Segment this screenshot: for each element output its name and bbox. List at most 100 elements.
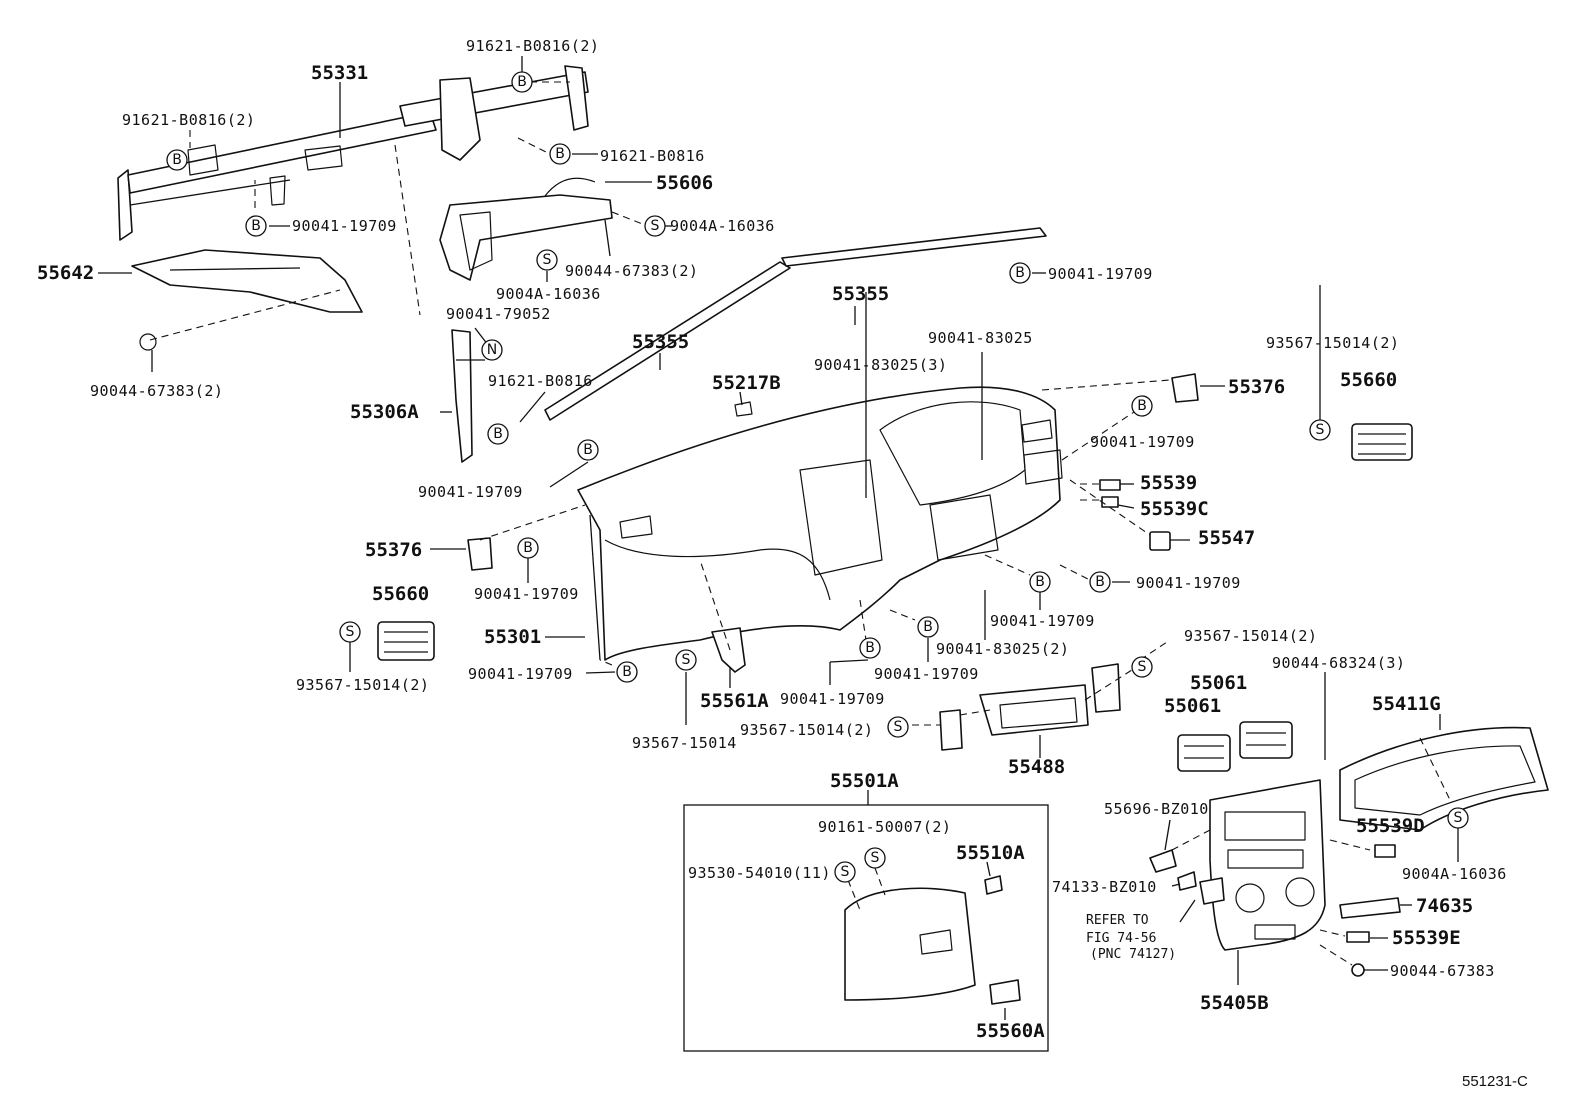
svg-text:S: S (1316, 422, 1325, 438)
label-55411g: 55411G (1372, 693, 1441, 715)
part-55488-bracket (979, 684, 1089, 736)
part-55061-vents (1177, 721, 1293, 772)
part-55411g-bezel (1339, 726, 1549, 831)
part-misc-right (1149, 844, 1401, 977)
label-90041-19709-r1: 90041-19709 (1048, 265, 1153, 283)
label-55306a: 55306A (350, 401, 419, 423)
label-55331: 55331 (311, 62, 368, 84)
svg-text:B: B (923, 619, 933, 635)
symbol-s-5: S (675, 649, 697, 671)
symbol-b-8: B (577, 439, 599, 461)
symbol-s-7: S (887, 716, 909, 738)
label-55642: 55642 (37, 262, 94, 284)
symbol-s-10: S (1447, 807, 1469, 829)
label-55061-b: 55061 (1190, 672, 1247, 694)
label-90041-19709-l1: 90041-19709 (418, 483, 523, 501)
symbol-b-14: B (616, 661, 638, 683)
svg-text:N: N (487, 342, 497, 358)
label-90041-19709-c1: 90041-19709 (990, 612, 1095, 630)
svg-text:S: S (1138, 659, 1147, 675)
svg-text:B: B (517, 74, 527, 90)
symbol-b-4: B (245, 215, 267, 237)
part-55642-cover (131, 249, 363, 351)
label-90041-19709-c2: 90041-19709 (874, 665, 979, 683)
label-55217b: 55217B (712, 372, 781, 394)
label-55488: 55488 (1008, 756, 1065, 778)
label-90041-19709-r2: 90041-19709 (1090, 433, 1195, 451)
symbol-b-10: B (1089, 571, 1111, 593)
label-91621-b0816-mid: 91621-B0816 (488, 372, 593, 390)
part-55606-bracket (439, 177, 613, 281)
label-90041-79052: 90041-79052 (446, 305, 551, 323)
symbol-n-1: N (481, 339, 503, 361)
symbol-s-3: S (1309, 419, 1331, 441)
label-90044-67383-2-b: 90044-67383(2) (90, 382, 223, 400)
svg-text:S: S (651, 218, 660, 234)
symbol-b-11: B (1029, 571, 1051, 593)
part-55355-strips (544, 227, 1047, 421)
label-90161-50007-2: 90161-50007(2) (818, 818, 951, 836)
label-91621-b0816-2-top: 91621-B0816(2) (466, 37, 599, 55)
symbol-s-2: S (536, 249, 558, 271)
svg-text:B: B (555, 146, 565, 162)
svg-text:B: B (251, 218, 261, 234)
svg-text:S: S (682, 652, 691, 668)
part-55660-vents (377, 423, 1413, 661)
label-55510a: 55510A (956, 842, 1025, 864)
label-55660-right: 55660 (1340, 369, 1397, 391)
label-55405b: 55405B (1200, 992, 1269, 1014)
label-93567-15014-2-a: 93567-15014(2) (1266, 334, 1399, 352)
part-55331-reinforcement (117, 65, 589, 241)
label-91621-b0816-right: 91621-B0816 (600, 147, 705, 165)
label-55561a: 55561A (700, 690, 769, 712)
part-55501a-glovebox (683, 804, 1049, 1052)
symbol-s-1: S (644, 215, 666, 237)
symbol-b-1: B (511, 71, 533, 93)
svg-text:S: S (894, 719, 903, 735)
svg-text:B: B (493, 426, 503, 442)
part-small-clips (711, 479, 1171, 751)
label-55539c: 55539C (1140, 498, 1209, 520)
symbol-b-6: B (1009, 262, 1031, 284)
label-90041-19709-l2: 90041-19709 (474, 585, 579, 603)
label-55539: 55539 (1140, 472, 1197, 494)
label-90041-19709-l3: 90041-19709 (468, 665, 573, 683)
svg-text:S: S (1454, 810, 1463, 826)
label-55660-left: 55660 (372, 583, 429, 605)
leader-lines (98, 56, 1459, 1020)
symbol-b-3: B (549, 143, 571, 165)
part-55405b-center-panel (1209, 779, 1326, 951)
symbol-s-4: S (339, 621, 361, 643)
label-93567-15014-2-d: 93567-15014(2) (740, 721, 873, 739)
label-9004a-16036-c: 9004A-16036 (1402, 865, 1507, 883)
part-55306a-brace (451, 329, 485, 463)
label-9004a-16036-a: 9004A-16036 (670, 217, 775, 235)
svg-text:B: B (865, 640, 875, 656)
label-90044-67383-2-a: 90044-67383(2) (565, 262, 698, 280)
label-9004a-16036-b: 9004A-16036 (496, 285, 601, 303)
svg-text:S: S (871, 850, 880, 866)
label-55539e: 55539E (1392, 927, 1461, 949)
svg-text:B: B (1035, 574, 1045, 590)
label-90041-83025-3: 90041-83025(3) (814, 356, 947, 374)
label-refer-fig: FIG 74-56 (1086, 931, 1156, 946)
label-90044-67383: 90044-67383 (1390, 962, 1495, 980)
svg-text:B: B (172, 152, 182, 168)
symbol-s-9: S (834, 861, 856, 883)
label-90041-83025-2: 90041-83025(2) (936, 640, 1069, 658)
label-55376-right: 55376 (1228, 376, 1285, 398)
svg-text:S: S (346, 624, 355, 640)
label-93567-15014-2-b: 93567-15014(2) (1184, 627, 1317, 645)
label-93567-15014: 93567-15014 (632, 734, 737, 752)
symbol-b-9: B (517, 537, 539, 559)
label-55606: 55606 (656, 172, 713, 194)
label-55560a: 55560A (976, 1020, 1045, 1042)
label-90041-19709-r3: 90041-19709 (1136, 574, 1241, 592)
label-refer-to: REFER TO (1086, 913, 1149, 928)
symbol-b-12: B (917, 616, 939, 638)
label-93530-54010-11: 93530-54010(11) (688, 864, 831, 882)
label-90041-19709-top: 90041-19709 (292, 217, 397, 235)
label-55301: 55301 (484, 626, 541, 648)
symbol-b-5: B (487, 423, 509, 445)
label-90041-83025: 90041-83025 (928, 329, 1033, 347)
